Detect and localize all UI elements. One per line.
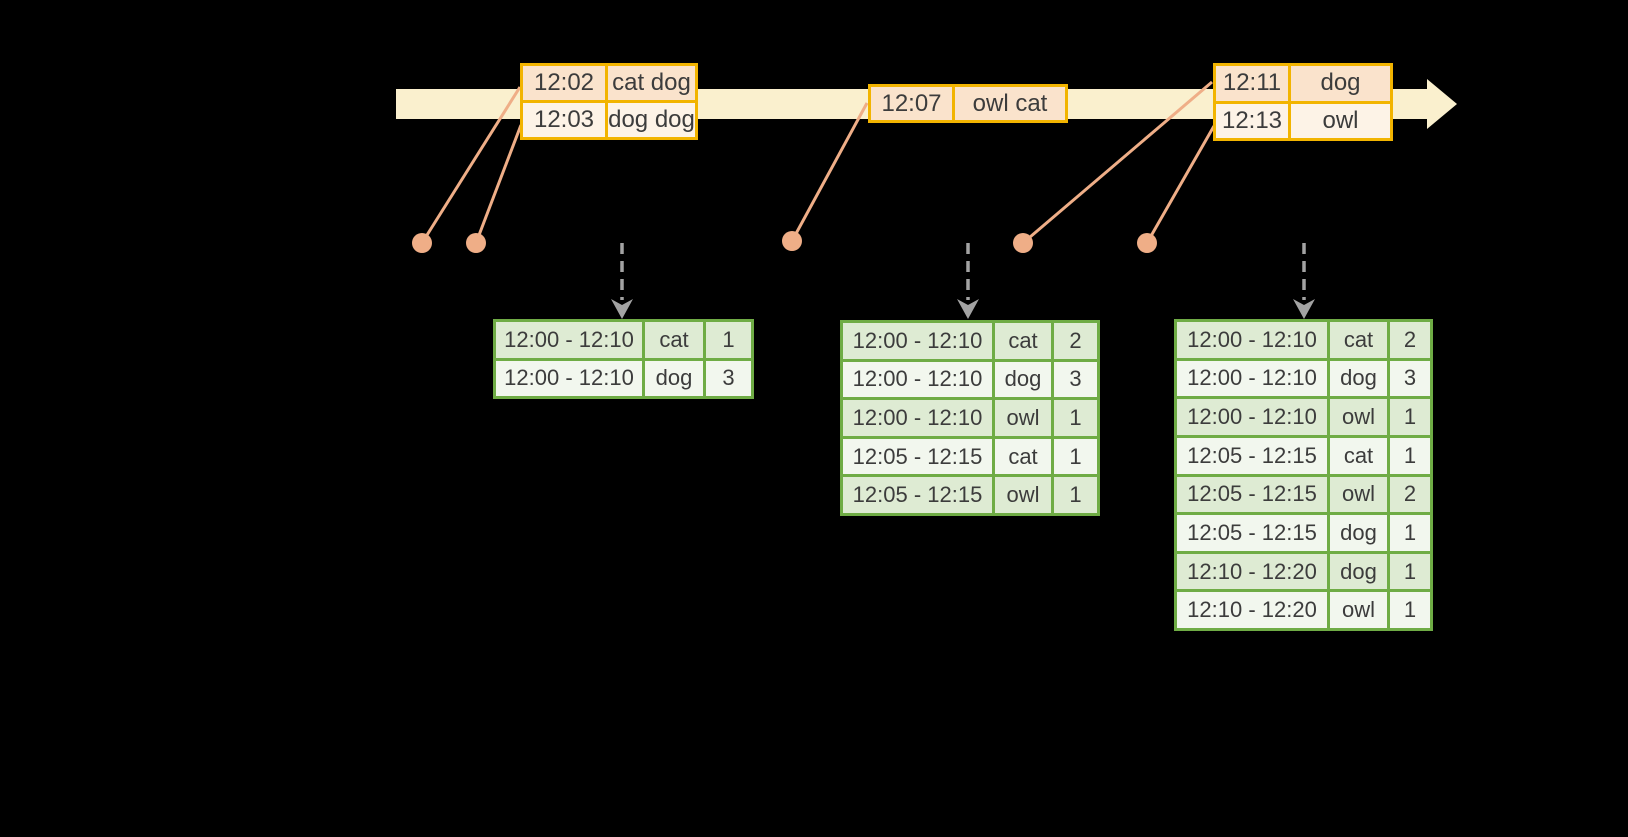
event-connector-line-3 <box>790 102 869 242</box>
event-dot-2 <box>466 233 486 253</box>
word-cell: owl <box>995 400 1051 436</box>
word-cell: dog <box>1330 553 1387 590</box>
event-connector-line-5 <box>1145 125 1216 244</box>
event-words-cell: owl <box>1291 103 1390 138</box>
trigger-arrowhead-icon-2 <box>957 299 979 319</box>
count-cell: 3 <box>1390 360 1430 397</box>
window-cell: 12:05 - 12:15 <box>1177 476 1327 513</box>
event-dot-4 <box>1013 233 1033 253</box>
event-time-cell: 12:02 <box>523 66 605 100</box>
window-cell: 12:00 - 12:10 <box>496 360 642 396</box>
window-cell: 12:05 - 12:15 <box>1177 437 1327 474</box>
window-cell: 12:05 - 12:15 <box>1177 515 1327 551</box>
word-cell: dog <box>995 361 1051 398</box>
count-cell: 1 <box>1390 515 1430 551</box>
event-dot-5 <box>1137 233 1157 253</box>
word-cell: cat <box>645 322 703 358</box>
trigger-arrowhead-icon-3 <box>1293 299 1315 319</box>
count-cell: 1 <box>706 322 751 358</box>
window-cell: 12:05 - 12:15 <box>843 477 992 513</box>
word-cell: owl <box>1330 399 1387 435</box>
window-cell: 12:00 - 12:10 <box>843 361 992 398</box>
window-cell: 12:10 - 12:20 <box>1177 592 1327 628</box>
word-cell: dog <box>645 360 703 396</box>
count-cell: 1 <box>1054 438 1097 475</box>
count-cell: 2 <box>1390 322 1430 358</box>
timeline-arrowhead-icon <box>1427 79 1457 129</box>
window-cell: 12:00 - 12:10 <box>1177 360 1327 397</box>
event-words-cell: cat dog <box>608 66 695 100</box>
trigger-arrowhead-icon-1 <box>611 299 633 319</box>
count-cell: 1 <box>1054 400 1097 436</box>
event-dot-3 <box>782 231 802 251</box>
window-cell: 12:00 - 12:10 <box>843 400 992 436</box>
event-time-cell: 12:03 <box>523 103 605 137</box>
word-cell: dog <box>1330 515 1387 551</box>
window-cell: 12:00 - 12:10 <box>843 323 992 359</box>
count-cell: 1 <box>1390 399 1430 435</box>
window-cell: 12:00 - 12:10 <box>1177 399 1327 435</box>
event-words-cell: dog dog <box>608 103 695 137</box>
event-words-cell: owl cat <box>955 87 1065 120</box>
event-words-cell: dog <box>1291 66 1390 101</box>
word-cell: cat <box>995 438 1051 475</box>
word-cell: owl <box>1330 592 1387 628</box>
event-time-cell: 12:07 <box>871 87 952 120</box>
word-cell: cat <box>1330 437 1387 474</box>
window-cell: 12:05 - 12:15 <box>843 438 992 475</box>
word-cell: owl <box>1330 476 1387 513</box>
count-cell: 2 <box>1390 476 1430 513</box>
count-cell: 1 <box>1390 437 1430 474</box>
count-cell: 3 <box>1054 361 1097 398</box>
window-cell: 12:00 - 12:10 <box>1177 322 1327 358</box>
event-connector-line-1 <box>420 86 522 244</box>
count-cell: 1 <box>1390 553 1430 590</box>
event-dot-1 <box>412 233 432 253</box>
count-cell: 2 <box>1054 323 1097 359</box>
word-cell: cat <box>1330 322 1387 358</box>
event-connector-line-4 <box>1022 80 1213 245</box>
count-cell: 1 <box>1390 592 1430 628</box>
event-time-cell: 12:11 <box>1216 66 1288 101</box>
word-cell: dog <box>1330 360 1387 397</box>
word-cell: owl <box>995 477 1051 513</box>
count-cell: 1 <box>1054 477 1097 513</box>
window-cell: 12:10 - 12:20 <box>1177 553 1327 590</box>
word-cell: cat <box>995 323 1051 359</box>
window-cell: 12:00 - 12:10 <box>496 322 642 358</box>
count-cell: 3 <box>706 360 751 396</box>
event-connector-line-2 <box>474 124 523 244</box>
event-time-cell: 12:13 <box>1216 103 1288 138</box>
